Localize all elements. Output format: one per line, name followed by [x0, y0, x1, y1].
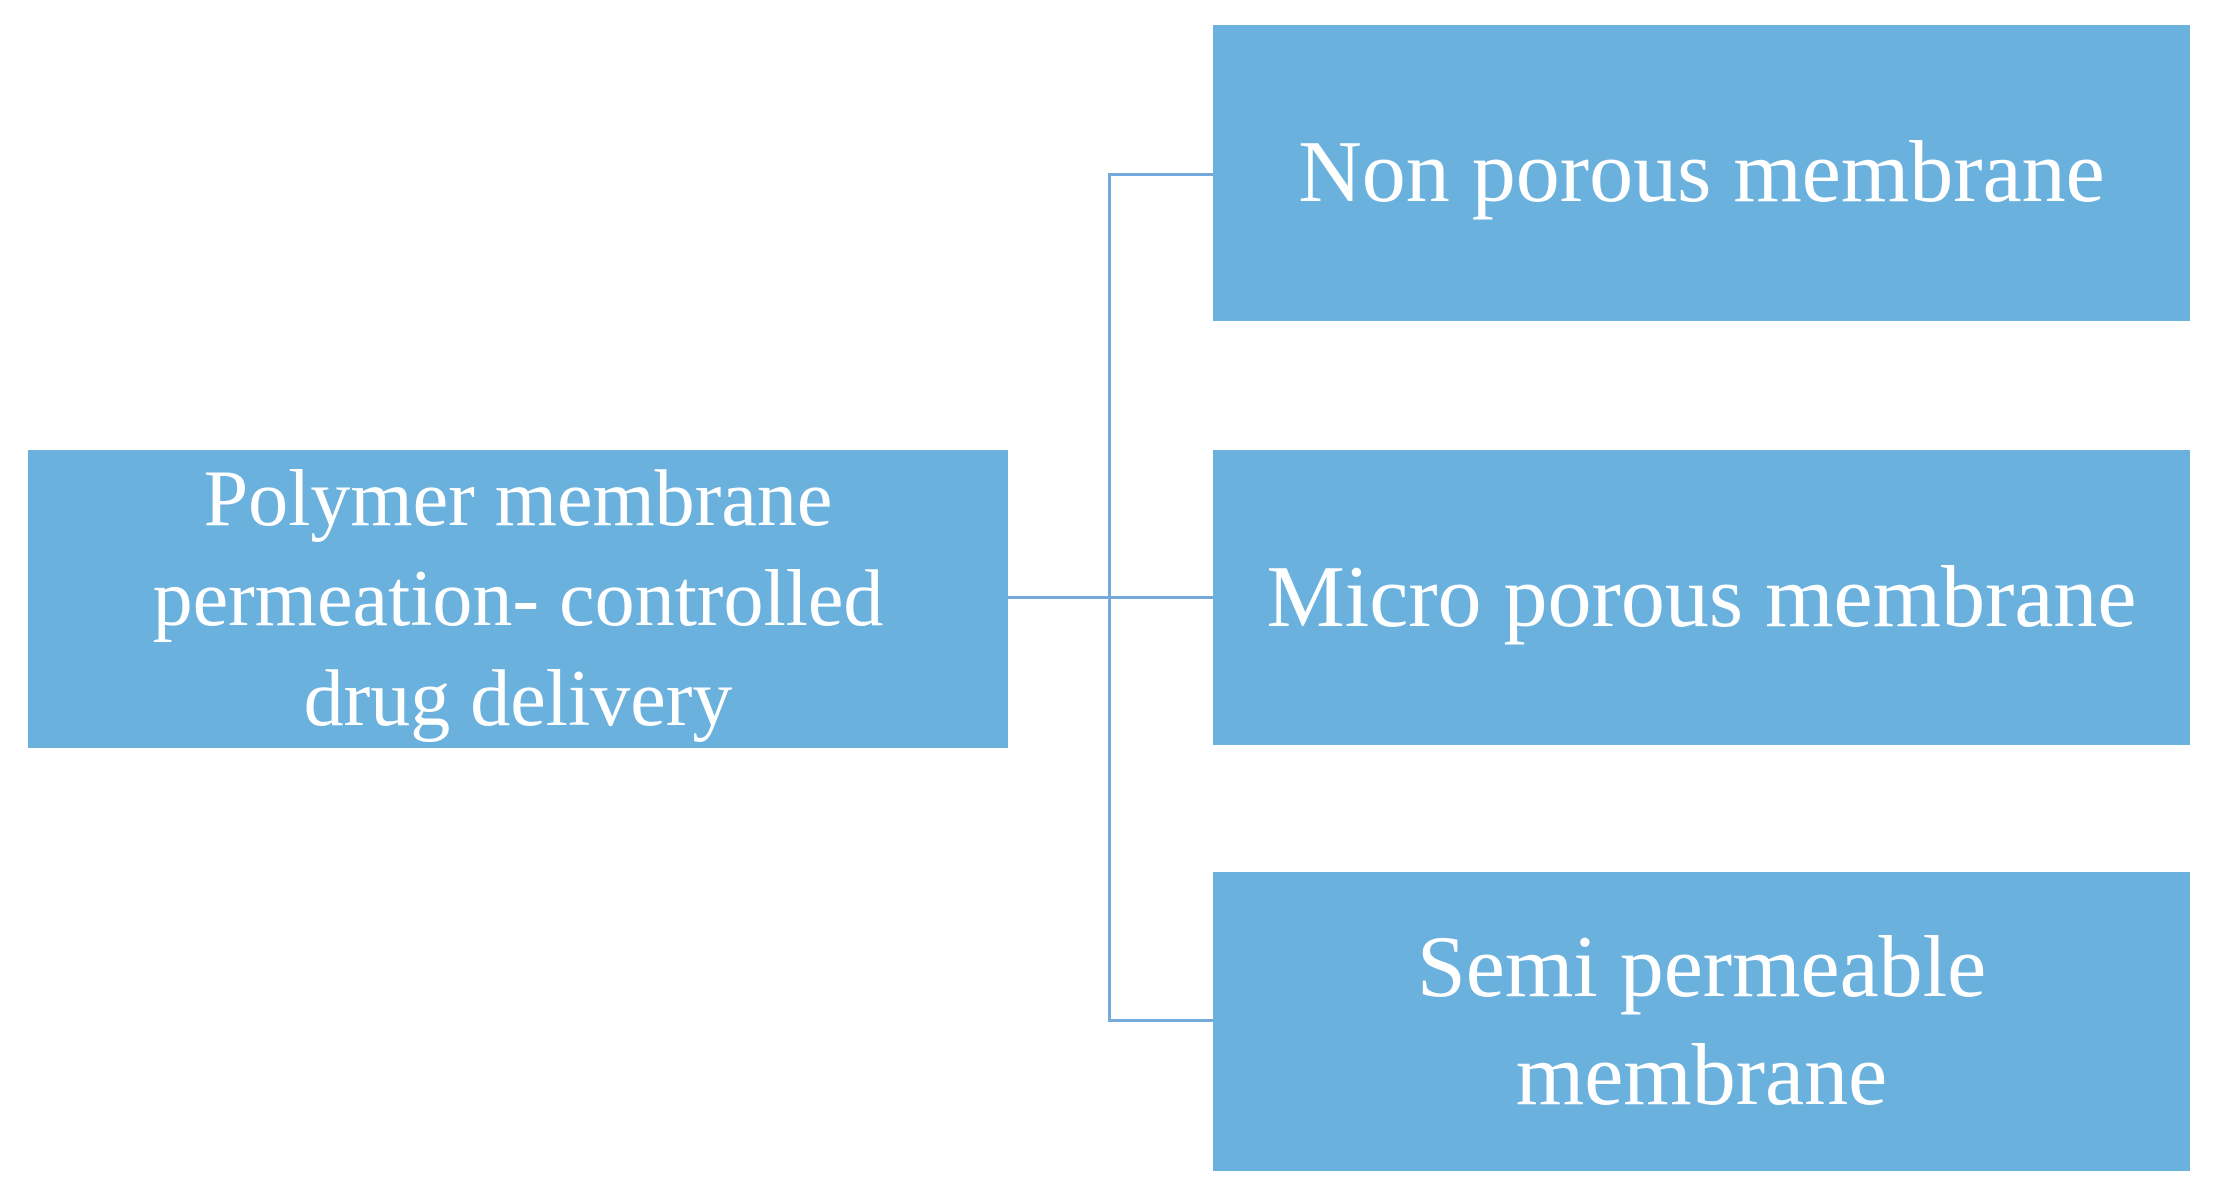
child-box-non-porous-membrane: Non porous membrane: [1213, 25, 2190, 321]
root-box-polymer-membrane: Polymer membrane permeation- controlled …: [28, 450, 1008, 748]
child-box-micro-porous-membrane: Micro porous membrane: [1213, 450, 2190, 745]
connector-trunk-to-semi-permeable: [1108, 1019, 1213, 1022]
child-box-semi-permeable-membrane: Semi permeable membrane: [1213, 872, 2190, 1171]
connector-trunk-to-non-porous: [1108, 173, 1213, 176]
connector-root-to-trunk: [1008, 596, 1213, 599]
